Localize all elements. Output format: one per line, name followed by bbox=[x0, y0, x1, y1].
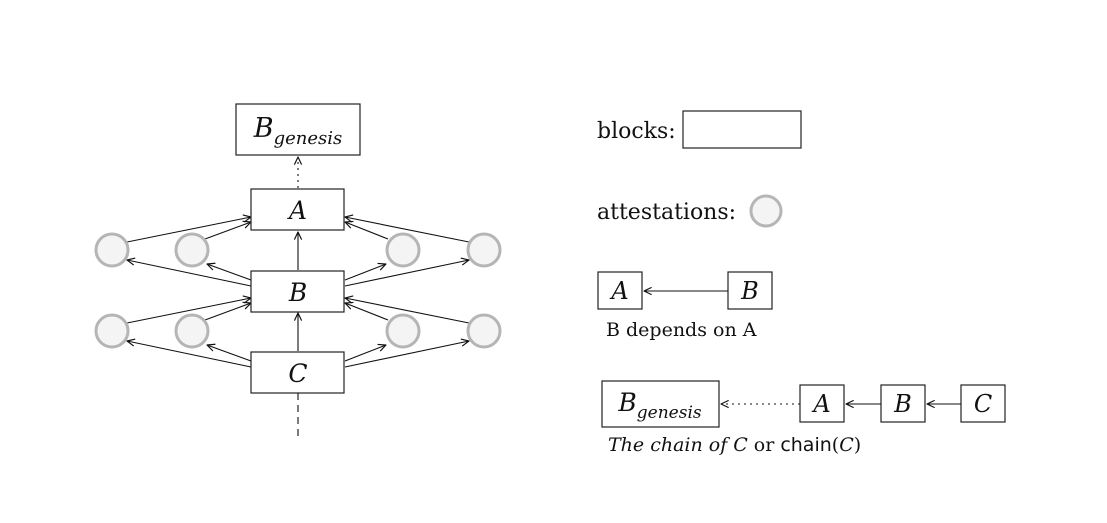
chain-block-b: B bbox=[893, 390, 912, 418]
attestation-edge bbox=[207, 345, 252, 362]
attestation-edge bbox=[344, 341, 469, 368]
attestation-edge bbox=[344, 264, 386, 281]
svg-text:Bgenesis: Bgenesis bbox=[253, 113, 343, 149]
dep-block-b: B bbox=[740, 277, 759, 305]
attestation-edge bbox=[345, 303, 389, 321]
chain-caption-open: ( bbox=[832, 434, 839, 456]
chain-caption-func: chain bbox=[780, 434, 831, 456]
attestation-edge bbox=[345, 217, 470, 243]
attestation-edge bbox=[127, 260, 252, 287]
genesis-base: B bbox=[253, 113, 274, 144]
legend-dependency-example: A B B depends on A bbox=[597, 271, 773, 341]
attestation-edge bbox=[126, 217, 251, 243]
dep-block-a: A bbox=[609, 277, 628, 305]
attestation-circle bbox=[466, 313, 502, 349]
chain-block-c: C bbox=[974, 390, 992, 418]
chain-block-a: A bbox=[811, 390, 830, 418]
block-a: A bbox=[250, 188, 345, 231]
chain-caption-or: or bbox=[754, 434, 775, 456]
attestation-edge bbox=[345, 298, 470, 324]
legend: blocks: attestations: A B B depends on A… bbox=[597, 110, 1006, 456]
attestation-circle bbox=[94, 232, 130, 268]
block-genesis: Bgenesis bbox=[235, 103, 361, 156]
attestation-edge bbox=[204, 303, 251, 321]
legend-attestation-swatch bbox=[749, 194, 783, 228]
genesis-subscript: genesis bbox=[274, 128, 343, 149]
attestation-circle bbox=[385, 232, 421, 268]
attestation-edge bbox=[344, 260, 469, 287]
legend-block-swatch bbox=[682, 110, 802, 149]
chain-caption-close: ) bbox=[854, 434, 861, 456]
block-a-label: A bbox=[287, 196, 307, 225]
attestation-circle bbox=[174, 232, 210, 268]
chain-genesis-subscript: genesis bbox=[637, 403, 702, 423]
attestation-circle bbox=[466, 232, 502, 268]
attestation-edge bbox=[204, 222, 251, 240]
chain-caption-italic: The chain of bbox=[608, 434, 730, 456]
chain-caption-var: C bbox=[733, 434, 748, 456]
legend-blocks-label: blocks: bbox=[597, 119, 676, 144]
attestation-edge bbox=[207, 264, 252, 281]
block-b-label: B bbox=[288, 278, 307, 307]
main-diagram: Bgenesis A B C bbox=[94, 103, 502, 437]
block-b: B bbox=[250, 270, 345, 313]
attestation-edge bbox=[126, 298, 251, 324]
attestation-circle bbox=[385, 313, 421, 349]
attestation-edge bbox=[344, 345, 386, 362]
legend-attestations-label: attestations: bbox=[597, 200, 736, 225]
svg-text:Bgenesis: Bgenesis bbox=[617, 388, 701, 423]
chain-genesis-base: B bbox=[617, 388, 636, 417]
block-c-label: C bbox=[288, 359, 307, 388]
attestation-circle bbox=[94, 313, 130, 349]
attestation-circle bbox=[174, 313, 210, 349]
attestation-edge bbox=[345, 222, 389, 240]
block-c: C bbox=[250, 351, 345, 394]
attestation-edge bbox=[127, 341, 252, 368]
dep-caption: B depends on A bbox=[606, 319, 757, 341]
chain-caption-arg: C bbox=[839, 434, 854, 456]
